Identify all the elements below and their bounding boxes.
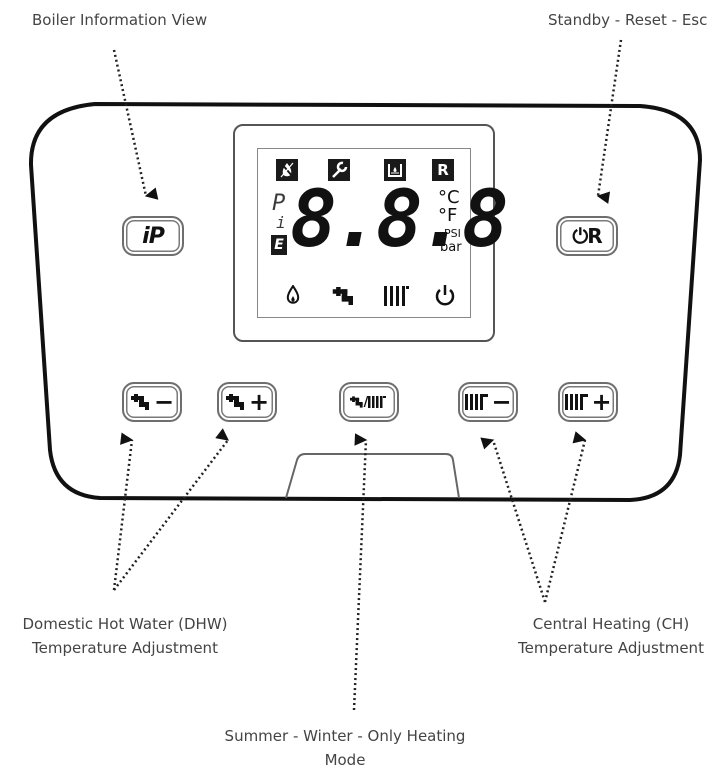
info-p-icon: iP [142,223,165,249]
minus-icon: − [491,388,511,416]
segment-digits: 8.8.8 [290,175,509,265]
label-mode-line2: Mode [324,751,366,769]
info-button[interactable]: iP [122,216,184,256]
radiator-icon [565,394,589,410]
power-icon [435,285,455,306]
tap-icon [225,394,244,410]
ch-plus-button[interactable]: + [558,382,618,422]
label-boiler-info: Boiler Information View [32,11,208,29]
label-standby-reset-esc: Standby - Reset - Esc [548,11,708,29]
unit-psi: PSI [444,227,461,240]
water-pressure-icon [384,159,406,181]
indicator-i: i [276,213,286,232]
label-ch: Central Heating (CH) Temperature Adjustm… [500,612,720,660]
slash-icon: / [363,394,369,410]
lcd-display: R P i E 8.8.8 °C °F PSI bar [257,148,509,318]
label-mode-line1: Summer - Winter - Only Heating [224,727,466,745]
unit-bar: bar [440,240,462,255]
radiator-icon [384,286,409,306]
label-dhw-line1: Domestic Hot Water (DHW) [22,615,228,633]
label-ch-line1: Central Heating (CH) [532,615,690,633]
reset-r-icon: R [432,159,454,181]
tap-icon [130,394,149,410]
unit-fahrenheit: °F [438,205,458,226]
lcd-display-frame: R P i E 8.8.8 °C °F PSI bar [233,124,509,342]
label-dhw: Domestic Hot Water (DHW) Temperature Adj… [0,612,250,660]
flame-icon [286,285,300,304]
unit-celsius: °C [438,187,460,208]
control-panel-outline [28,101,703,503]
label-dhw-line2: Temperature Adjustment [32,639,218,657]
mode-button[interactable]: / [339,382,399,422]
minus-icon: − [153,388,174,416]
dhw-plus-button[interactable]: + [217,382,277,422]
label-mode: Summer - Winter - Only Heating Mode [195,724,495,772]
power-reset-icon: ⏻R [572,224,602,248]
flame-off-icon [276,159,298,181]
radiator-icon [465,394,489,410]
tap-icon [349,396,363,408]
ch-minus-button[interactable]: − [458,382,518,422]
dhw-minus-button[interactable]: − [122,382,182,422]
radiator-icon [368,396,387,408]
plus-icon: + [248,388,269,416]
tap-icon [332,287,353,305]
wrench-icon [328,159,350,181]
indicator-e: E [271,235,287,255]
indicator-p: P [272,191,286,216]
plus-icon: + [591,388,611,416]
standby-reset-button[interactable]: ⏻R [556,216,618,256]
label-ch-line2: Temperature Adjustment [518,639,704,657]
display-cutout [285,453,460,499]
